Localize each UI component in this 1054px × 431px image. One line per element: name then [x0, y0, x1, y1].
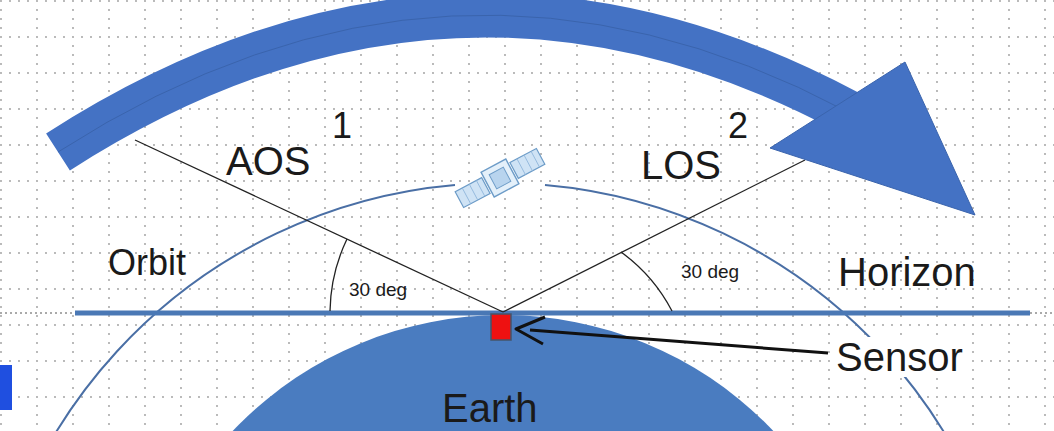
earth-label: Earth — [442, 388, 538, 428]
sensor-marker — [491, 314, 511, 340]
angle-label: 30 deg — [349, 280, 407, 299]
event-label: AOS — [226, 141, 310, 181]
angle-arc — [621, 252, 672, 311]
leader-arrowhead — [516, 317, 545, 344]
reference-line — [0, 313, 1054, 314]
angle-label: 30 deg — [681, 262, 739, 281]
edge-bar — [0, 365, 12, 410]
pass-direction-arrow — [58, 15, 848, 152]
sensor-label: Sensor — [834, 337, 965, 377]
leader-line — [530, 330, 828, 353]
arrow-head — [770, 62, 975, 215]
horizon-label: Horizon — [838, 252, 976, 292]
earth-disc — [130, 315, 876, 431]
horizon-line — [75, 311, 1030, 316]
callout-number: 1 — [332, 108, 352, 144]
satellite-icon — [453, 144, 547, 212]
pass-direction-arrow — [58, 15, 848, 152]
event-label: LOS — [641, 145, 721, 185]
orbit-label: Orbit — [108, 245, 186, 281]
callout-number: 2 — [728, 108, 748, 144]
angle-arc — [330, 239, 347, 311]
aos-sight-line — [135, 140, 503, 312]
